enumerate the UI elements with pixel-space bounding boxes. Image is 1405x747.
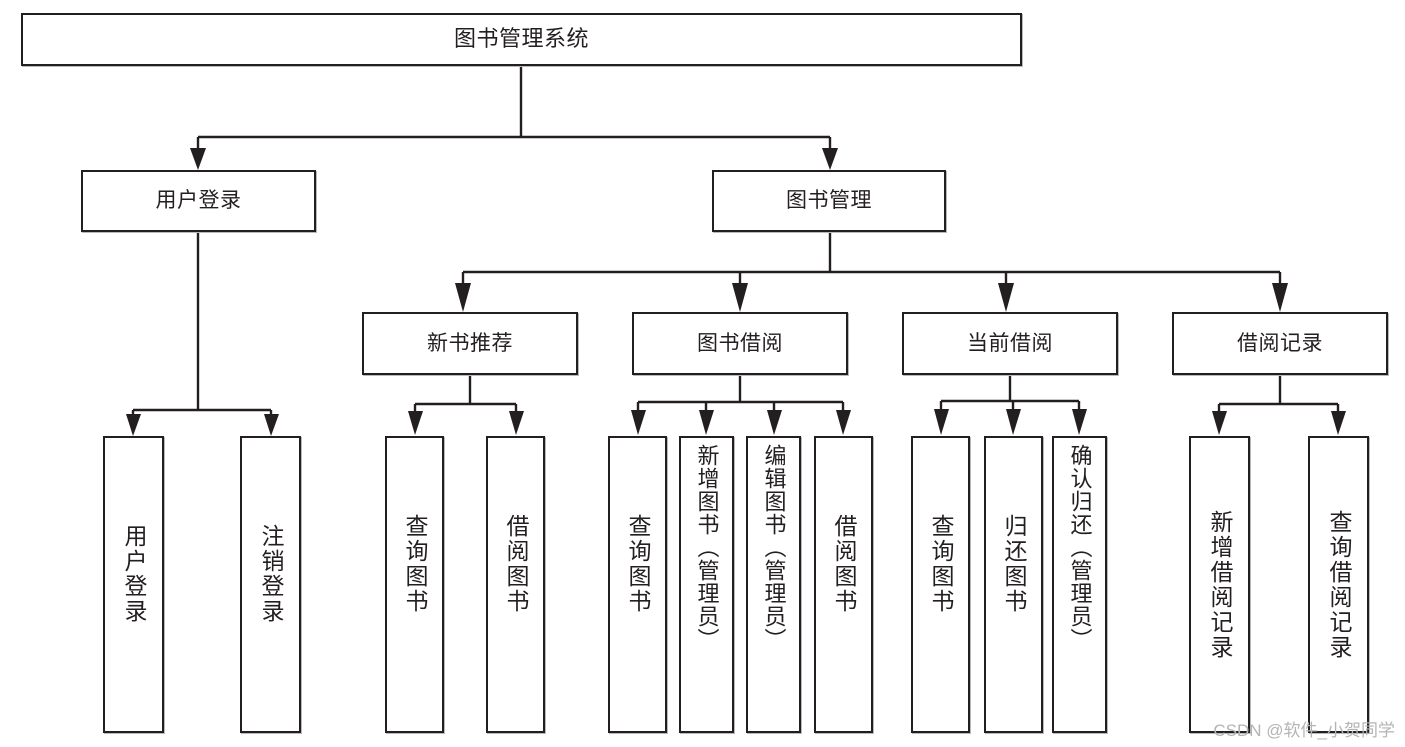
node-leaf-query-book-3[interactable]: 查询图书: [911, 436, 970, 733]
node-borrow-record-label: 借阅记录: [1237, 331, 1323, 355]
node-root-label: 图书管理系统: [453, 26, 589, 52]
node-leaf-return-book[interactable]: 归还图书: [984, 436, 1043, 733]
node-leaf-query-book-1[interactable]: 查询图书: [385, 436, 444, 733]
node-current-borrow[interactable]: 当前借阅: [902, 312, 1118, 375]
node-book-borrow[interactable]: 图书借阅: [632, 312, 848, 375]
node-user-login[interactable]: 用户登录: [81, 170, 316, 232]
node-book-manage-label: 图书管理: [786, 189, 872, 213]
node-leaf-user-login-label: 用户登录: [121, 524, 147, 624]
node-leaf-return-book-label: 归还图书: [1001, 514, 1027, 614]
node-user-login-label: 用户登录: [155, 189, 242, 213]
node-leaf-logout[interactable]: 注销登录: [240, 436, 301, 733]
node-leaf-borrow-book-1-label: 借阅图书: [503, 514, 529, 614]
node-root[interactable]: 图书管理系统: [21, 13, 1022, 66]
node-new-book-rec-label: 新书推荐: [427, 331, 513, 355]
node-leaf-add-book-label: 新增图书（管理员）: [694, 444, 720, 651]
node-new-book-rec[interactable]: 新书推荐: [362, 312, 578, 375]
node-leaf-borrow-book-2-label: 借阅图书: [831, 514, 857, 614]
node-leaf-query-book-2-label: 查询图书: [625, 514, 651, 614]
node-leaf-query-book-2[interactable]: 查询图书: [608, 436, 667, 733]
node-current-borrow-label: 当前借阅: [967, 331, 1053, 355]
node-leaf-logout-label: 注销登录: [258, 524, 284, 624]
node-leaf-user-login[interactable]: 用户登录: [103, 436, 164, 733]
node-leaf-query-record[interactable]: 查询借阅记录: [1308, 436, 1369, 733]
node-leaf-confirm-return-label: 确认归还（管理员）: [1067, 444, 1093, 651]
node-leaf-add-record-label: 新增借阅记录: [1207, 509, 1233, 660]
node-leaf-query-book-3-label: 查询图书: [928, 514, 954, 614]
arrowheads: [126, 148, 1346, 436]
csdn-watermark: CSDN @软件_小贺同学: [1213, 721, 1395, 740]
node-leaf-confirm-return[interactable]: 确认归还（管理员）: [1052, 436, 1107, 733]
node-book-manage[interactable]: 图书管理: [712, 170, 946, 232]
node-leaf-borrow-book-1[interactable]: 借阅图书: [486, 436, 545, 733]
node-book-borrow-label: 图书借阅: [697, 331, 783, 355]
node-leaf-add-record[interactable]: 新增借阅记录: [1189, 436, 1250, 733]
node-leaf-borrow-book-2[interactable]: 借阅图书: [814, 436, 873, 733]
node-leaf-edit-book-label: 编辑图书（管理员）: [761, 444, 787, 651]
node-leaf-add-book[interactable]: 新增图书（管理员）: [679, 436, 734, 733]
node-leaf-query-record-label: 查询借阅记录: [1326, 509, 1352, 660]
node-leaf-query-book-1-label: 查询图书: [402, 514, 428, 614]
node-leaf-edit-book[interactable]: 编辑图书（管理员）: [746, 436, 801, 733]
node-borrow-record[interactable]: 借阅记录: [1172, 312, 1388, 375]
